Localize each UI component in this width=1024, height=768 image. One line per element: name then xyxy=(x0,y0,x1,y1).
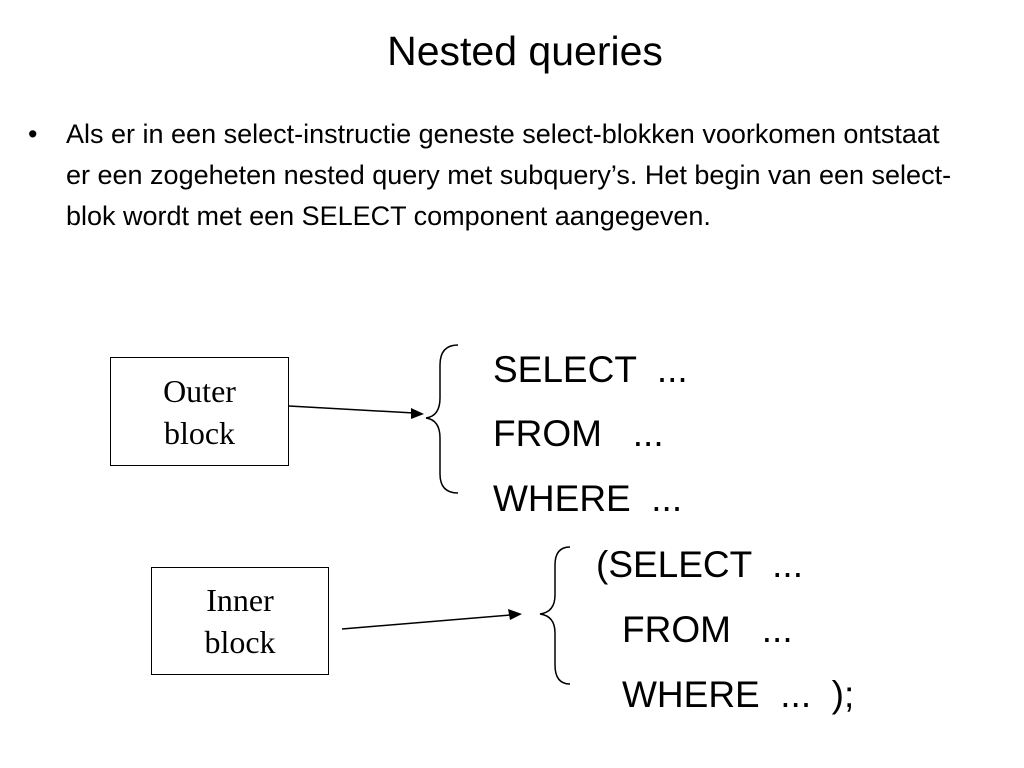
outer-arrow-line xyxy=(288,405,415,414)
inner-select-line: (SELECT ... xyxy=(596,544,803,585)
outer-where-line: WHERE ... xyxy=(493,478,683,519)
outer-block-label-line2: block xyxy=(163,414,236,451)
outer-arrow-head xyxy=(411,408,424,419)
bullet-marker: • xyxy=(28,119,38,149)
inner-where-line: WHERE ... ); xyxy=(622,674,855,715)
inner-brace xyxy=(539,546,571,685)
inner-block-label-line1: Inner xyxy=(206,582,274,618)
inner-arrow-line xyxy=(341,614,511,630)
slide-title: Nested queries xyxy=(387,28,663,74)
inner-from-line: FROM ... xyxy=(622,609,793,650)
outer-block-box: Outer block xyxy=(110,357,289,466)
inner-block-label-line2: block xyxy=(204,624,276,660)
inner-block-box: Inner block xyxy=(151,567,329,675)
outer-select-line: SELECT ... xyxy=(493,349,688,390)
outer-block-label-line1: Outer xyxy=(163,372,236,409)
outer-brace xyxy=(425,344,459,494)
inner-arrow-head xyxy=(508,609,522,620)
outer-from-line: FROM ... xyxy=(493,413,664,454)
bullet-text: Als er in een select-instructie geneste … xyxy=(66,119,952,231)
